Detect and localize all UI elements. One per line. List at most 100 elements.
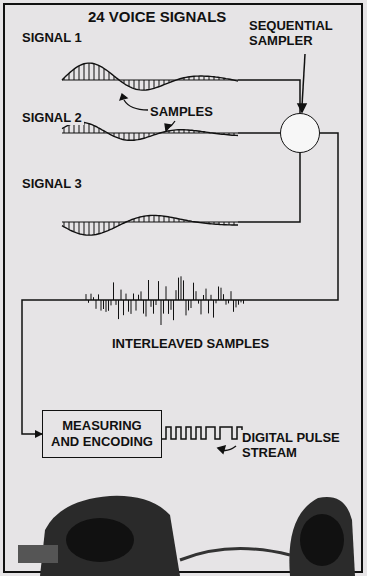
sample-line xyxy=(208,300,209,313)
sample-line xyxy=(144,133,145,138)
sample-line xyxy=(64,78,65,80)
sample-line xyxy=(174,80,175,82)
sample-line xyxy=(114,133,115,136)
sample-line xyxy=(136,300,137,311)
sample-line xyxy=(128,300,129,312)
sample-line xyxy=(131,300,132,314)
wave xyxy=(62,122,238,140)
sample-line xyxy=(176,290,177,300)
sample-line xyxy=(199,222,200,224)
sample-line xyxy=(189,221,190,222)
sample-line xyxy=(184,220,185,222)
callout-label: SAMPLES xyxy=(148,104,215,119)
sample-line xyxy=(79,222,80,234)
sample-line xyxy=(134,219,135,222)
sample-line xyxy=(108,300,109,311)
sample-line xyxy=(139,133,140,139)
sample-line xyxy=(229,133,230,135)
sample-line xyxy=(153,300,154,314)
sample-line xyxy=(179,130,180,133)
sample-line xyxy=(201,300,202,314)
sample-line xyxy=(204,132,205,133)
sample-line xyxy=(151,300,152,307)
sample-line xyxy=(149,216,150,222)
sample-line xyxy=(179,79,180,81)
sample-line xyxy=(109,222,110,230)
sample-line xyxy=(164,132,165,133)
sample-line xyxy=(64,128,65,134)
sample-line xyxy=(134,133,135,140)
sample-line xyxy=(144,216,145,222)
sample-line xyxy=(219,77,220,80)
sample-line xyxy=(91,294,92,300)
sample-line xyxy=(64,222,65,227)
sample-line xyxy=(164,80,165,85)
sample-line xyxy=(183,280,184,300)
sample-line xyxy=(119,222,120,225)
sample-line xyxy=(168,300,169,314)
signal-name: SIGNAL 3 xyxy=(20,176,84,191)
sample-line xyxy=(174,218,175,222)
sample-line xyxy=(159,216,160,222)
sample-line xyxy=(148,280,149,300)
sample-line xyxy=(181,276,182,300)
sample-line xyxy=(209,222,210,224)
sample-line xyxy=(139,80,140,90)
sample-line xyxy=(74,69,75,80)
sample-line xyxy=(159,133,160,134)
sample-line xyxy=(144,80,145,90)
sample-line xyxy=(204,76,205,80)
sample-line xyxy=(149,80,150,90)
sample-line xyxy=(164,216,165,222)
sample-line xyxy=(223,294,224,300)
sample-line xyxy=(229,79,230,81)
sample-line xyxy=(161,300,162,325)
process-box: MEASURING AND ENCODING xyxy=(42,410,162,458)
sample-line xyxy=(199,131,200,133)
sample-line xyxy=(129,133,130,140)
sample-line xyxy=(194,131,195,133)
sample-line xyxy=(133,294,134,301)
sample-line xyxy=(209,76,210,80)
sample-line xyxy=(214,133,215,134)
sample-line xyxy=(146,300,147,317)
sample-line xyxy=(109,72,110,80)
sample-line xyxy=(236,300,237,307)
sample-line xyxy=(163,300,164,314)
pulse-stream xyxy=(162,427,242,453)
baseline xyxy=(62,80,238,81)
sample-line xyxy=(191,300,192,308)
sample-line xyxy=(79,66,80,80)
sample-line xyxy=(154,80,155,88)
callout-label: DIGITAL PULSE STREAM xyxy=(240,430,356,460)
sample-line xyxy=(214,77,215,80)
sample-line xyxy=(224,222,225,225)
sample-line xyxy=(209,132,210,134)
sample-line xyxy=(104,69,105,81)
sample-line xyxy=(211,295,212,300)
sample-line xyxy=(219,133,220,135)
sample-line xyxy=(233,300,234,312)
signal-name: SIGNAL 2 xyxy=(20,110,84,125)
sample-line xyxy=(104,222,105,232)
signal-name: SIGNAL 1 xyxy=(20,30,84,45)
sample-line xyxy=(94,126,95,133)
sample-line xyxy=(199,76,200,80)
sample-line xyxy=(118,300,119,319)
sample-line xyxy=(194,76,195,80)
sample-line xyxy=(69,73,70,80)
sample-line xyxy=(189,130,190,133)
sample-line xyxy=(113,282,114,300)
sample-line xyxy=(124,222,125,223)
sample-line xyxy=(204,222,205,223)
sample-line xyxy=(184,130,185,133)
sample-line xyxy=(169,217,170,222)
sample-line xyxy=(169,131,170,133)
sample-line xyxy=(186,300,187,315)
sample-line xyxy=(174,130,175,133)
callout-label: INTERLEAVED SAMPLES xyxy=(110,336,271,351)
headset-photo xyxy=(18,496,355,576)
sample-line xyxy=(99,222,100,234)
sample-line xyxy=(188,300,189,310)
